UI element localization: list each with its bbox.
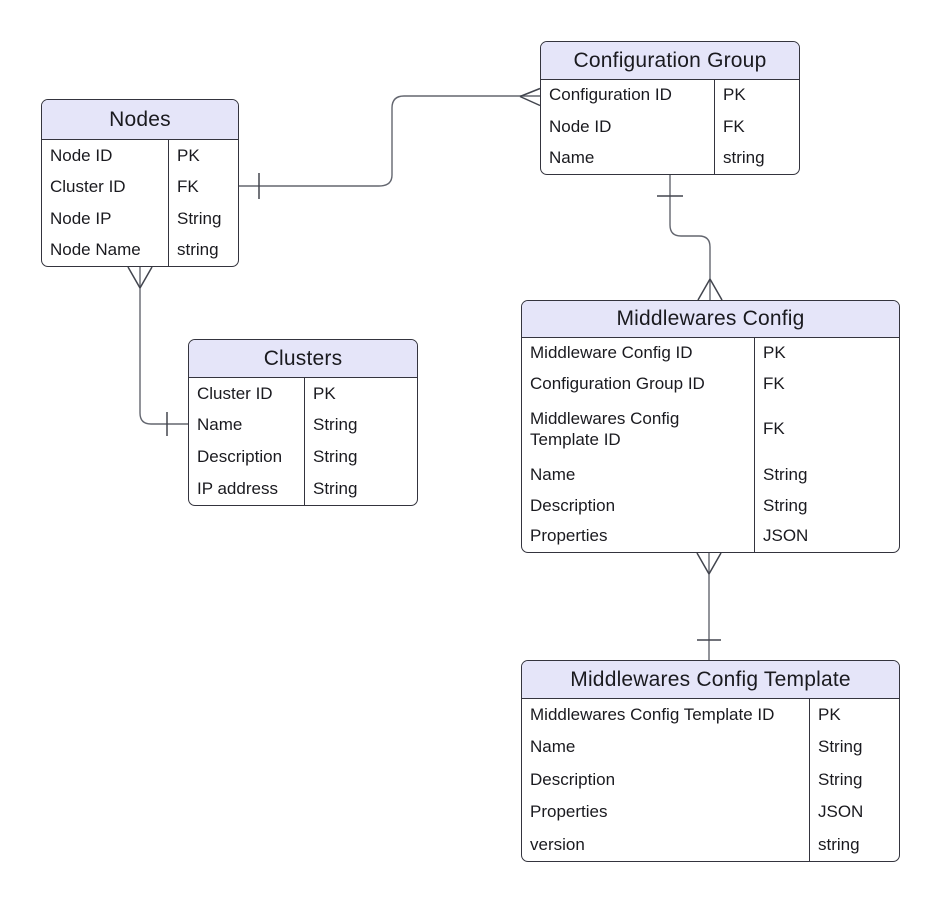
entity-table-middlewares-config[interactable]: Middlewares Config Middleware Config ID … [521,300,900,553]
field-row: Configuration ID PK [541,80,799,111]
field-name: Cluster ID [197,383,273,403]
field-type: String [313,447,358,467]
entity-fields: Middlewares Config Template ID PK Name S… [522,699,899,861]
field-name: Properties [530,526,608,546]
field-row: Cluster ID FK [42,172,238,204]
field-row: Middleware Config ID PK [522,338,899,369]
column-divider [168,140,169,266]
crow-foot-many-icon [697,278,723,301]
column-divider [754,338,755,552]
field-row: IP address String [189,473,417,505]
field-name: Configuration Group ID [530,374,705,394]
field-row: Description String [189,442,417,474]
relationship-middlewares-config-template-to-middlewares-config[interactable] [696,552,722,660]
field-row: Node ID FK [541,111,799,142]
field-type: String [818,737,863,757]
entity-fields: Middleware Config ID PK Configuration Gr… [522,338,899,552]
field-row: Name string [541,143,799,174]
field-type: String [313,415,358,435]
field-name: Cluster ID [50,177,126,197]
field-type: PK [313,383,336,403]
field-type: JSON [818,802,864,822]
field-row: Cluster ID PK [189,378,417,410]
field-row: Middlewares Config Template ID PK [522,699,899,731]
field-type: PK [818,705,841,724]
field-type: JSON [763,526,809,546]
field-type: String [177,208,222,228]
field-name: Node IP [50,208,112,228]
field-name: version [530,834,585,854]
field-name: Middlewares Config Template ID [530,705,775,724]
field-name: Name [549,148,595,168]
column-divider [304,378,305,505]
entity-table-clusters[interactable]: Clusters Cluster ID PK Name String Descr… [188,339,418,506]
field-name: Properties [530,802,608,822]
field-type: PK [177,145,200,165]
field-row: Node Name string [42,235,238,267]
relationship-clusters-to-nodes[interactable] [127,266,188,436]
field-type: FK [763,374,785,394]
field-type: string [818,834,860,854]
field-name: Description [197,447,283,467]
entity-table-configuration-group[interactable]: Configuration Group Configuration ID PK … [540,41,800,175]
field-type: FK [763,419,785,439]
field-row: Name String [522,459,899,490]
field-name: Middleware Config ID [530,343,693,363]
field-row: Node ID PK [42,140,238,172]
relationship-nodes-to-configuration-group[interactable] [239,87,541,200]
entity-table-middlewares-config-template[interactable]: Middlewares Config Template Middlewares … [521,660,900,862]
field-row: Properties JSON [522,521,899,552]
edge-path [139,267,188,425]
edge-path [239,95,540,187]
field-row: Node IP String [42,203,238,235]
field-type: String [763,495,808,515]
field-type: PK [763,343,786,363]
column-divider [714,80,715,174]
field-name: Name [197,415,243,435]
entity-fields: Node ID PK Cluster ID FK Node IP String … [42,140,238,266]
crow-foot-many-icon [127,266,153,289]
field-row: Middlewares Config Template ID FK [522,400,899,460]
field-row: Properties JSON [522,796,899,828]
field-type: String [818,769,863,789]
entity-fields: Cluster ID PK Name String Description St… [189,378,417,505]
field-type: string [177,240,219,260]
field-row: Name String [189,410,417,442]
field-row: Description String [522,490,899,521]
field-name: Name [530,737,576,757]
field-row: Description String [522,764,899,796]
crow-foot-many-icon [696,552,722,575]
field-name: Configuration ID [549,85,672,105]
field-type: PK [723,85,746,105]
entity-fields: Configuration ID PK Node ID FK Name stri… [541,80,799,174]
field-name: Node Name [50,240,141,260]
relationship-configuration-group-to-middlewares-config[interactable] [657,175,723,301]
field-row: Configuration Group ID FK [522,369,899,400]
field-name: Node ID [549,116,612,136]
field-row: version string [522,829,899,861]
entity-title: Middlewares Config Template [522,661,899,699]
entity-title: Nodes [42,100,238,140]
field-row: Name String [522,731,899,763]
field-name: Node ID [50,145,113,165]
field-type: FK [177,177,199,197]
field-type: string [723,148,765,168]
field-type: String [313,478,358,498]
edge-path [669,175,711,300]
field-name: Name [530,464,576,484]
crow-foot-many-icon [519,87,541,107]
field-name: IP address [197,478,278,498]
field-type: String [763,464,808,484]
entity-title: Clusters [189,340,417,378]
entity-table-nodes[interactable]: Nodes Node ID PK Cluster ID FK Node IP S… [41,99,239,267]
field-name: Description [530,495,616,515]
field-name: Middlewares Config Template ID [530,409,680,449]
column-divider [809,699,810,861]
field-type: FK [723,116,745,136]
entity-title: Middlewares Config [522,301,899,338]
field-name: Description [530,769,616,789]
entity-title: Configuration Group [541,42,799,80]
